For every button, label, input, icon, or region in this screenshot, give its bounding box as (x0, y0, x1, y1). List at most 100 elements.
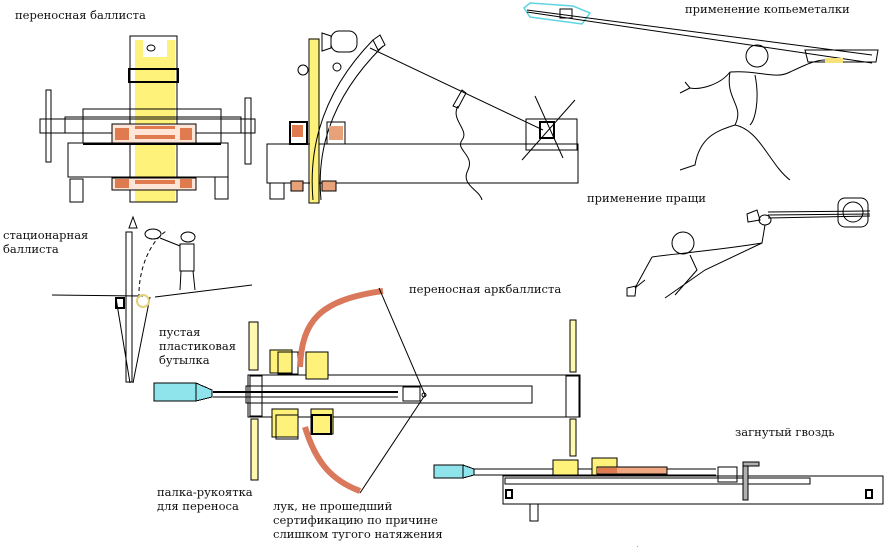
torsion-rope-1 (135, 126, 175, 129)
base-block (67, 142, 229, 178)
thrower-board (804, 49, 879, 63)
pivot-circle-right (332, 62, 342, 72)
beam-hole (146, 44, 156, 52)
syringe-body (153, 382, 197, 402)
pad-ul-1 (269, 349, 293, 374)
rope-toggle (452, 89, 467, 109)
pad-ur-1 (305, 351, 329, 380)
beam-clamp (128, 68, 179, 83)
pad-lr-2 (311, 414, 332, 435)
slinger-head (671, 231, 695, 255)
label-sling-usage: применение пращи (587, 191, 706, 205)
rear-post-lower-fill (570, 419, 576, 456)
arm-tip (372, 34, 386, 51)
torsion-rope-lower (135, 180, 175, 184)
throwing-arm-curve (311, 39, 384, 201)
portable-ballista-front-view (39, 35, 256, 203)
spear-head-glow (523, 2, 592, 25)
leg-left (69, 178, 84, 203)
ground-line-right (154, 284, 253, 298)
torsion-knot-left (115, 128, 129, 140)
torsion-knot-lower-left (115, 179, 129, 188)
rope (369, 47, 544, 131)
wheel-left (45, 89, 52, 163)
side-bow-core (597, 468, 617, 473)
sling-pouch-hand (758, 214, 772, 226)
handle-lower-fill (251, 419, 258, 480)
label-portable-arcballista: переносная аркбаллиста (409, 282, 562, 296)
stake-1 (534, 95, 564, 159)
label-carry-handle: палка-рукоятка для переноса (157, 485, 253, 513)
throw-pouch (144, 228, 162, 240)
label-stationary-ballista: стационарная баллиста (3, 228, 89, 256)
stake-2 (521, 99, 576, 161)
pad-lr-1 (310, 408, 334, 435)
stock-clamp (249, 375, 263, 417)
sling-stone-frame (837, 197, 869, 228)
bent-nail (742, 461, 749, 501)
side-wheel-right (865, 489, 873, 499)
torsion-knot-right (180, 128, 192, 140)
sling-cord-2 (767, 213, 871, 216)
target-block (525, 118, 578, 151)
stray-dot: . (637, 543, 639, 549)
label-bent-nail: загнутый гвоздь (735, 425, 835, 439)
pad-ll-2 (275, 414, 299, 440)
rear-post-upper-fill (570, 320, 576, 372)
side-rail-inner (504, 477, 811, 485)
side-wheel-left (505, 489, 513, 499)
thrower-grip (825, 58, 843, 63)
thrower-body (679, 59, 826, 181)
sling-release-hand (746, 209, 761, 223)
kopemetalka-figure (523, 2, 879, 181)
side-pad-1 (552, 459, 579, 476)
thrower-head (745, 44, 769, 68)
rear-clamp (565, 375, 580, 418)
pit-wedge (115, 296, 151, 384)
sling-cord-1 (767, 210, 871, 213)
mast-tip (128, 215, 138, 229)
handle-upper-fill (249, 322, 258, 370)
vertical-post (308, 38, 320, 204)
side-syringe-tip (462, 464, 475, 479)
sling-stone (842, 201, 864, 223)
base-beam (266, 143, 579, 184)
syringe-tip (195, 382, 213, 402)
trigger-box (402, 386, 421, 402)
ground-line-left (51, 294, 144, 297)
portable-arcballista-side-view (433, 457, 884, 522)
side-rail (502, 475, 884, 505)
bow-upper-limb (297, 288, 384, 368)
wheel-right (244, 97, 252, 165)
block-left-fill (292, 125, 303, 137)
foot-block-right (321, 180, 337, 192)
label-empty-bottle: пустая пластиковая бутылка (159, 325, 236, 367)
rear-post-upper (569, 319, 577, 373)
sling-figure (626, 197, 871, 299)
carry-handle-lower (250, 418, 259, 481)
bottle-counterweight (136, 294, 150, 308)
vertical-beam-fill (135, 40, 175, 202)
carry-handle-upper (248, 321, 259, 371)
portable-arcballista-top-view (153, 287, 581, 494)
torsion-knot-lower-right (180, 179, 192, 188)
label-failed-bow: лук, не прошедший сертификацию по причин… (273, 499, 443, 541)
block-right-fill (329, 126, 343, 140)
bent-nail-head (742, 461, 760, 467)
pivot-circle-left (297, 64, 309, 76)
torsion-rope-2 (135, 135, 175, 139)
syringe-fill (154, 383, 196, 401)
counterweight-bottle (330, 30, 358, 53)
bottle-neck (321, 32, 332, 52)
sling-cord-3 (767, 215, 871, 219)
portable-ballista-side-view (266, 30, 579, 204)
trailing-cord (455, 105, 483, 201)
label-portable-ballista: переносная баллиста (15, 8, 146, 22)
block-right (326, 121, 346, 145)
spear-shaft-bottom (526, 11, 873, 64)
pit-block (115, 297, 125, 309)
base-foot (269, 182, 285, 200)
foot-block-left (290, 180, 304, 192)
label-kopemetalka-usage: применение копьеметалки (685, 2, 850, 16)
